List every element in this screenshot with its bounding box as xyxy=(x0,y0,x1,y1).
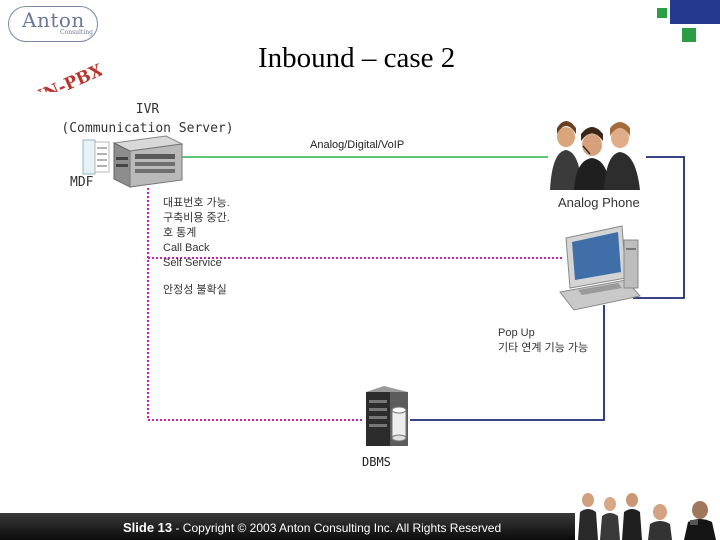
feature-item: 대표번호 가능. xyxy=(163,197,230,209)
mdf-panel-icon xyxy=(82,139,110,175)
popup-note: Pop Up 기타 연계 기능 가능 xyxy=(498,326,588,356)
ivr-label-line1: IVR xyxy=(135,102,160,117)
company-logo xyxy=(8,6,98,42)
footer-text: Slide 13 - Copyright © 2003 Anton Consul… xyxy=(123,520,501,535)
slide-number: Slide 13 xyxy=(123,520,173,535)
feature-item: Call Back xyxy=(163,242,210,254)
dbms-label: DBMS xyxy=(362,455,391,469)
feature-item: 호 통계 xyxy=(163,227,197,239)
stability-note: 안정성 불확실 xyxy=(163,284,227,296)
logo-subtitle: Consulting xyxy=(60,29,93,36)
popup-line1: Pop Up xyxy=(498,327,535,339)
mdf-label: MDF xyxy=(70,175,94,190)
accent-square-blue xyxy=(670,0,720,24)
slide-tag: UN-PBX xyxy=(27,60,102,92)
server-icon xyxy=(112,135,184,188)
link-type-label: Analog/Digital/VoIP xyxy=(310,139,405,151)
business-people-photo xyxy=(575,490,720,540)
accent-square-green-small xyxy=(657,8,667,18)
footer-bar xyxy=(0,513,575,540)
accent-square-green xyxy=(682,28,696,42)
ivr-label-line2: (Communication Server) xyxy=(61,121,234,136)
popup-line2: 기타 연계 기능 가능 xyxy=(498,342,589,354)
agents-photo xyxy=(548,118,646,190)
copyright-text: - Copyright © 2003 Anton Consulting Inc.… xyxy=(172,521,502,535)
feature-list: 대표번호 가능. 구축비용 중간. 호 통계 Call Back Self Se… xyxy=(163,196,230,271)
computer-icon xyxy=(559,225,641,311)
navy-phone-line xyxy=(633,156,685,299)
slide-title: Inbound – case 2 xyxy=(258,42,456,74)
feature-item: Self Service xyxy=(163,257,222,269)
database-server-icon xyxy=(366,386,408,446)
navy-dbms-line xyxy=(410,305,605,421)
analog-phone-label: Analog Phone xyxy=(558,195,640,210)
logo-name: Anton xyxy=(22,8,85,32)
feature-item: 구축비용 중간. xyxy=(163,212,230,224)
ivr-label: IVR (Communication Server) xyxy=(50,100,245,138)
